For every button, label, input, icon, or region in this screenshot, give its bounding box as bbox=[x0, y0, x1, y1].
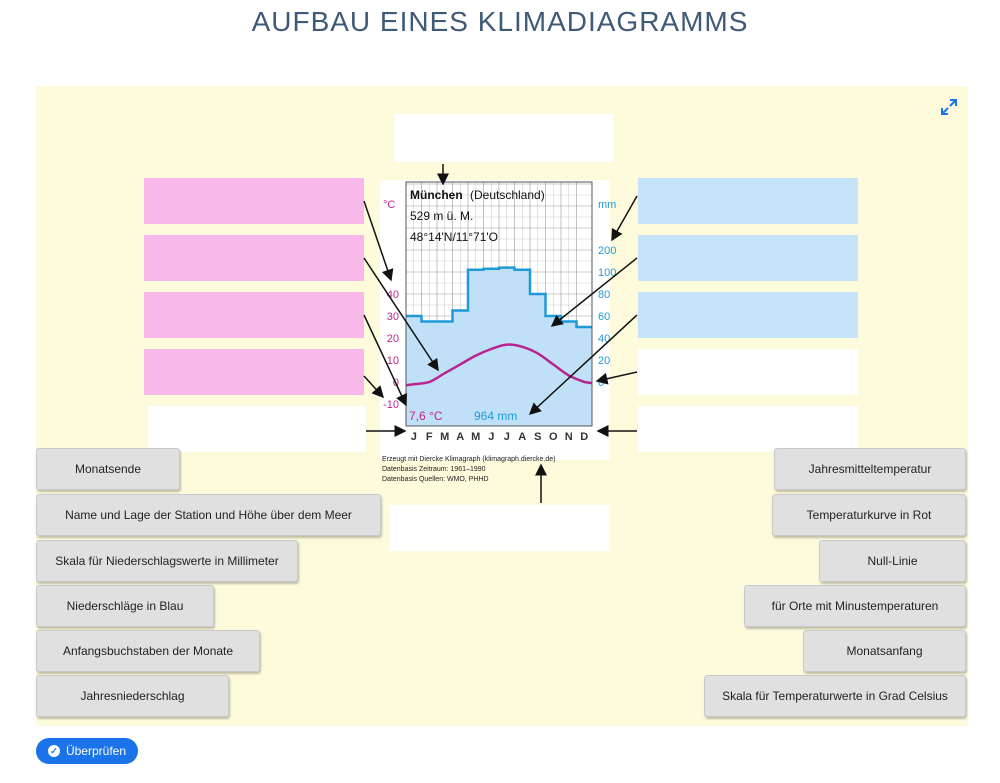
drag-item-niederschlaege-blau[interactable]: Niederschläge in Blau bbox=[36, 585, 214, 627]
drag-item-monatsende[interactable]: Monatsende bbox=[36, 448, 180, 490]
drag-item-skala-niederschlag[interactable]: Skala für Niederschlagswerte in Millimet… bbox=[36, 540, 298, 582]
drag-item-temperaturkurve[interactable]: Temperaturkurve in Rot bbox=[772, 494, 966, 536]
dropzone-left-4[interactable] bbox=[144, 349, 364, 395]
drag-item-null-linie[interactable]: Null-Linie bbox=[819, 540, 966, 582]
dropzone-right-3[interactable] bbox=[638, 292, 858, 338]
dropzone-right-1[interactable] bbox=[638, 178, 858, 224]
drag-item-minustemperaturen[interactable]: für Orte mit Minustemperaturen bbox=[744, 585, 966, 627]
drag-item-jahresniederschlag[interactable]: Jahresniederschlag bbox=[36, 675, 229, 717]
dropzone-left-3[interactable] bbox=[144, 292, 364, 338]
dropzone-right-4[interactable] bbox=[638, 349, 858, 395]
dropzone-right-2[interactable] bbox=[638, 235, 858, 281]
dropzone-top[interactable] bbox=[394, 114, 614, 162]
check-circle-icon: ✓ bbox=[47, 745, 60, 757]
dropzone-left-5[interactable] bbox=[148, 406, 366, 452]
dropzone-left-1[interactable] bbox=[144, 178, 364, 224]
page-title: AUFBAU EINES KLIMADIAGRAMMS bbox=[251, 6, 749, 37]
drag-item-skala-temperatur[interactable]: Skala für Temperaturwerte in Grad Celsiu… bbox=[704, 675, 966, 717]
drag-item-jahresmitteltemperatur[interactable]: Jahresmitteltemperatur bbox=[774, 448, 966, 490]
drag-item-name-lage[interactable]: Name und Lage der Station und Höhe über … bbox=[36, 494, 381, 536]
check-button[interactable]: ✓ Überprüfen bbox=[36, 738, 138, 764]
dropzone-bottom[interactable] bbox=[390, 505, 610, 551]
drag-item-monatsanfang[interactable]: Monatsanfang bbox=[803, 630, 966, 672]
dropzone-left-2[interactable] bbox=[144, 235, 364, 281]
drag-item-anfangsbuchstaben[interactable]: Anfangsbuchstaben der Monate bbox=[36, 630, 260, 672]
dropzone-right-5[interactable] bbox=[638, 406, 858, 452]
check-button-label: Überprüfen bbox=[65, 744, 127, 758]
fullscreen-icon[interactable] bbox=[940, 98, 958, 116]
